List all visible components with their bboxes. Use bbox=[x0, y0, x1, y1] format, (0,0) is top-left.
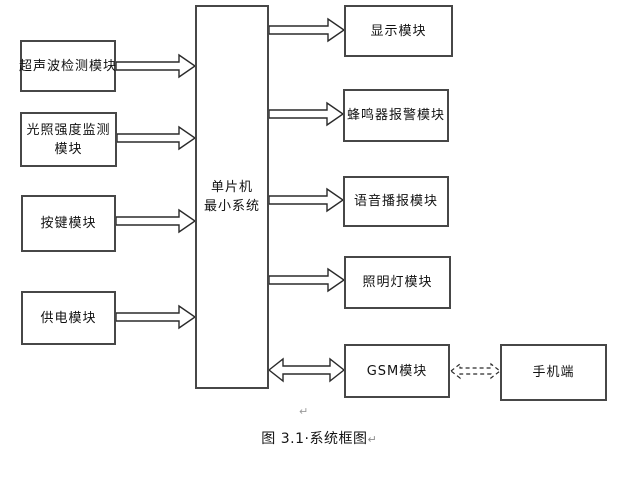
arrow-power-supply-to-mcu bbox=[115, 304, 197, 330]
arrow-gsm-phone-dashed-bidirectional bbox=[450, 362, 501, 380]
node-buzzer-alarm-module: 蜂鸣器报警模块 bbox=[343, 89, 449, 142]
space-marker: · bbox=[304, 431, 310, 447]
figure-caption-number: 图 3.1 bbox=[261, 431, 305, 447]
arrow-mcu-to-display bbox=[268, 17, 346, 43]
node-label-line2: 最小系统 bbox=[203, 199, 260, 214]
node-label: 单片机 bbox=[210, 180, 253, 195]
node-label: 供电模块 bbox=[40, 310, 97, 326]
node-mobile-phone-terminal: 手机端 bbox=[500, 344, 607, 401]
node-voice-broadcast-module: 语音播报模块 bbox=[343, 176, 449, 227]
node-label: 照明灯模块 bbox=[362, 275, 433, 290]
node-display-module: 显示模块 bbox=[344, 5, 453, 57]
figure-caption: 图 3.1·系统框图↵ bbox=[0, 428, 638, 448]
arrow-light-intensity-to-mcu bbox=[116, 125, 197, 151]
node-label: 蜂鸣器报警模块 bbox=[346, 108, 445, 123]
node-label-line2: 模块 bbox=[54, 141, 83, 157]
node-label: GSM模块 bbox=[366, 363, 428, 379]
node-ultrasonic-detection-module: 超声波检测模块 bbox=[19, 40, 118, 92]
node-label: 超声波检测模块 bbox=[19, 58, 118, 74]
node-gsm-module: GSM模块 bbox=[344, 344, 450, 398]
node-lighting-lamp-module: 照明灯模块 bbox=[344, 256, 451, 309]
empty-paragraph-mark: ↵ bbox=[299, 405, 309, 418]
node-label: 光照强度监测 bbox=[26, 122, 111, 138]
node-label: 手机端 bbox=[532, 365, 575, 380]
arrow-mcu-to-voice bbox=[268, 187, 345, 213]
node-label: 语音播报模块 bbox=[353, 194, 438, 209]
node-light-intensity-monitor-module: 光照强度监测 模块 bbox=[20, 112, 117, 167]
paragraph-mark: ↵ bbox=[367, 433, 377, 446]
figure-caption-title: 系统框图 bbox=[309, 431, 368, 447]
node-key-button-module: 按键模块 bbox=[21, 195, 116, 252]
arrow-mcu-gsm-bidirectional bbox=[267, 357, 346, 383]
node-label: 按键模块 bbox=[40, 216, 97, 231]
arrow-mcu-to-buzzer bbox=[268, 101, 345, 127]
node-label: 显示模块 bbox=[370, 23, 427, 39]
node-mcu-minimum-system: 单片机 最小系统 bbox=[195, 5, 269, 389]
arrow-key-button-to-mcu bbox=[115, 208, 197, 234]
node-power-supply-module: 供电模块 bbox=[21, 291, 116, 345]
arrow-ultrasonic-to-mcu bbox=[115, 53, 197, 79]
arrow-mcu-to-lamp bbox=[268, 267, 346, 293]
